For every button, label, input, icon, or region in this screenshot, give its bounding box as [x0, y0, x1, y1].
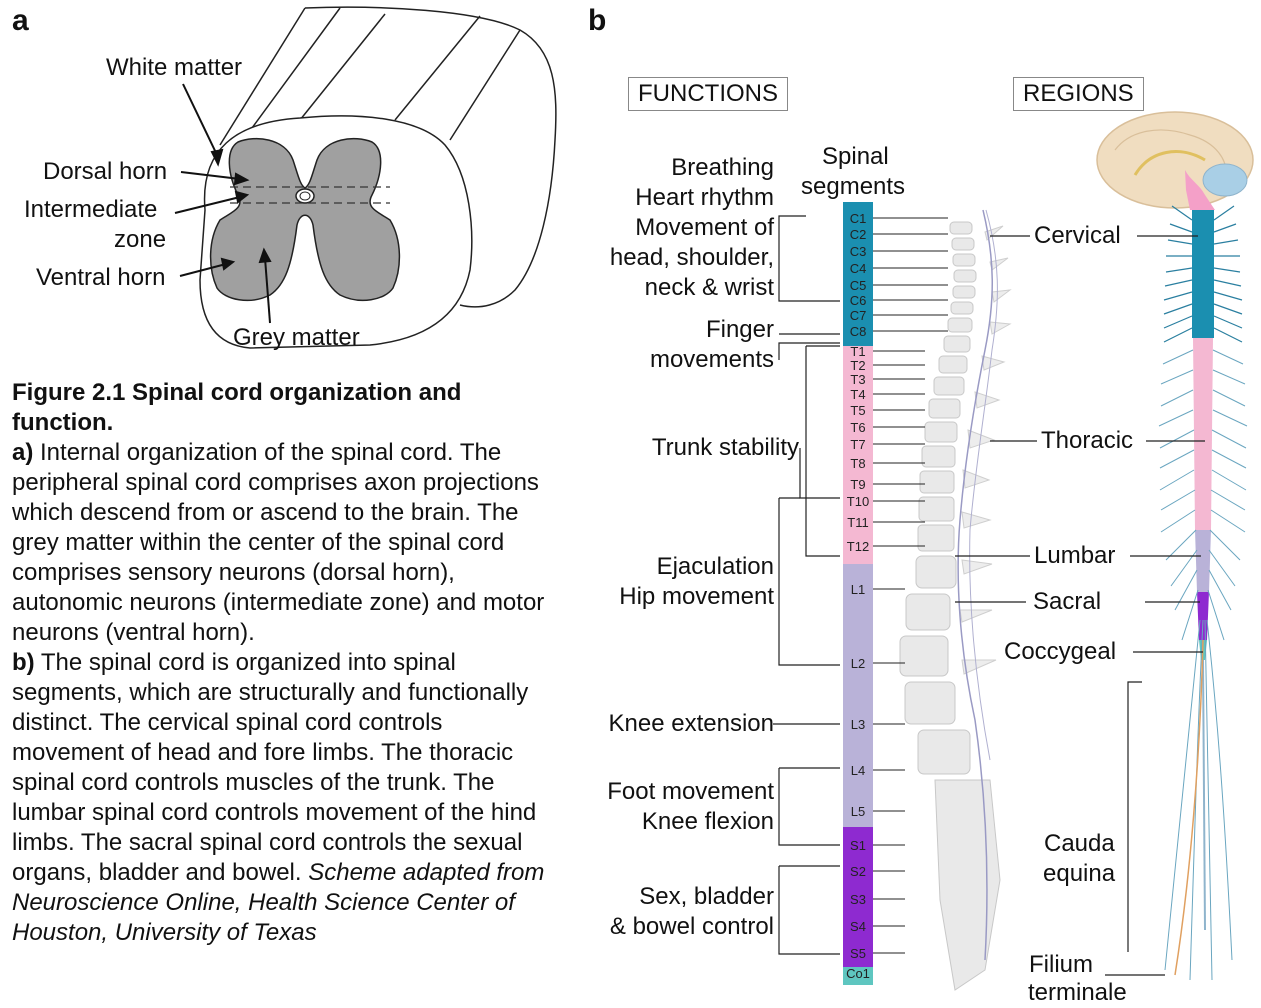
caption-b-text: The spinal cord is organized into spinal… — [12, 649, 536, 886]
caption-a-marker: a) — [12, 439, 33, 466]
function-knee-extension: Knee extension — [609, 709, 774, 739]
function-movements: movements — [650, 345, 774, 375]
segment-label-l2: L2 — [851, 656, 865, 671]
segment-label-s2: S2 — [850, 864, 866, 879]
segment-label-t10: T10 — [847, 494, 869, 509]
segment-label-c7: C7 — [850, 308, 867, 323]
function-heart-rhythm: Heart rhythm — [635, 183, 774, 213]
brain-illustration — [1097, 112, 1253, 210]
function-breathing: Breathing — [671, 153, 774, 183]
segment-label-co1: Co1 — [846, 966, 870, 981]
segment-label-s5: S5 — [850, 946, 866, 961]
vertebral-column — [900, 222, 1000, 990]
segment-label-l3: L3 — [851, 717, 865, 732]
segment-label-l4: L4 — [851, 763, 865, 778]
region-filium-terminale: Filium — [1029, 950, 1093, 980]
segment-label-t4: T4 — [850, 387, 865, 402]
segment-label-l5: L5 — [851, 804, 865, 819]
segment-label-t12: T12 — [847, 539, 869, 554]
function-knee-flexion: Knee flexion — [642, 807, 774, 837]
segment-label-t8: T8 — [850, 456, 865, 471]
region-cauda-equina-2: equina — [1043, 859, 1115, 889]
segment-label-c6: C6 — [850, 293, 867, 308]
functions-heading: FUNCTIONS — [628, 77, 788, 111]
segment-label-s3: S3 — [850, 892, 866, 907]
regions-heading: REGIONS — [1013, 77, 1144, 111]
caption-body-b: b) The spinal cord is organized into spi… — [12, 648, 557, 948]
grey-matter-label: Grey matter — [233, 323, 360, 353]
caption-a-text: Internal organization of the spinal cord… — [12, 439, 544, 646]
segment-label-c2: C2 — [850, 227, 867, 242]
segment-label-s1: S1 — [850, 838, 866, 853]
function-movement-of: Movement of — [635, 213, 774, 243]
region-cauda-equina: Cauda — [1044, 829, 1115, 859]
spinal-segments-label-2: segments — [801, 172, 905, 202]
ventral-horn-label: Ventral horn — [36, 263, 165, 293]
segment-label-t5: T5 — [850, 403, 865, 418]
caption-b-marker: b) — [12, 649, 35, 676]
function-trunk-stability: Trunk stability — [652, 433, 799, 463]
region-lumbar: Lumbar — [1034, 541, 1115, 571]
spinal-segments-label: Spinal — [822, 142, 889, 172]
function-foot-movement: Foot movement — [607, 777, 774, 807]
segment-label-t1: T1 — [850, 344, 865, 359]
function-ejaculation: Ejaculation — [657, 552, 774, 582]
intermediate-zone-label-2: zone — [114, 225, 166, 255]
region-coccygeal: Coccygeal — [1004, 637, 1116, 667]
function-bowel-control: & bowel control — [610, 912, 774, 942]
white-matter-label: White matter — [106, 53, 242, 83]
caption-body-a: a) Internal organization of the spinal c… — [12, 438, 557, 648]
segment-label-t11: T11 — [847, 515, 868, 530]
segment-label-c5: C5 — [850, 278, 867, 293]
segment-label-t2: T2 — [850, 358, 865, 373]
segment-label-c8: C8 — [850, 324, 867, 339]
function-sex-bladder: Sex, bladder — [639, 882, 774, 912]
function-hip-movement: Hip movement — [619, 582, 774, 612]
segment-label-t6: T6 — [850, 420, 865, 435]
function-neck-wrist: neck & wrist — [645, 273, 774, 303]
region-cervical: Cervical — [1034, 221, 1121, 251]
intermediate-zone-label: Intermediate — [24, 195, 157, 225]
segment-label-c3: C3 — [850, 244, 867, 259]
segment-label-c1: C1 — [850, 211, 867, 226]
segment-label-s4: S4 — [850, 919, 866, 934]
segment-label-t3: T3 — [850, 372, 865, 387]
function-brackets — [773, 216, 840, 954]
function-finger: Finger — [706, 315, 774, 345]
region-thoracic: Thoracic — [1041, 426, 1133, 456]
region-sacral: Sacral — [1033, 587, 1101, 617]
dorsal-horn-label: Dorsal horn — [43, 157, 167, 187]
segment-label-c4: C4 — [850, 261, 867, 276]
segment-label-t7: T7 — [850, 437, 865, 452]
function-head-shoulder: head, shoulder, — [610, 243, 774, 273]
caption-title: Figure 2.1 Spinal cord organization and … — [12, 378, 557, 438]
segment-label-l1: L1 — [851, 582, 865, 597]
segment-label-t9: T9 — [850, 477, 865, 492]
figure-caption: Figure 2.1 Spinal cord organization and … — [12, 378, 557, 948]
